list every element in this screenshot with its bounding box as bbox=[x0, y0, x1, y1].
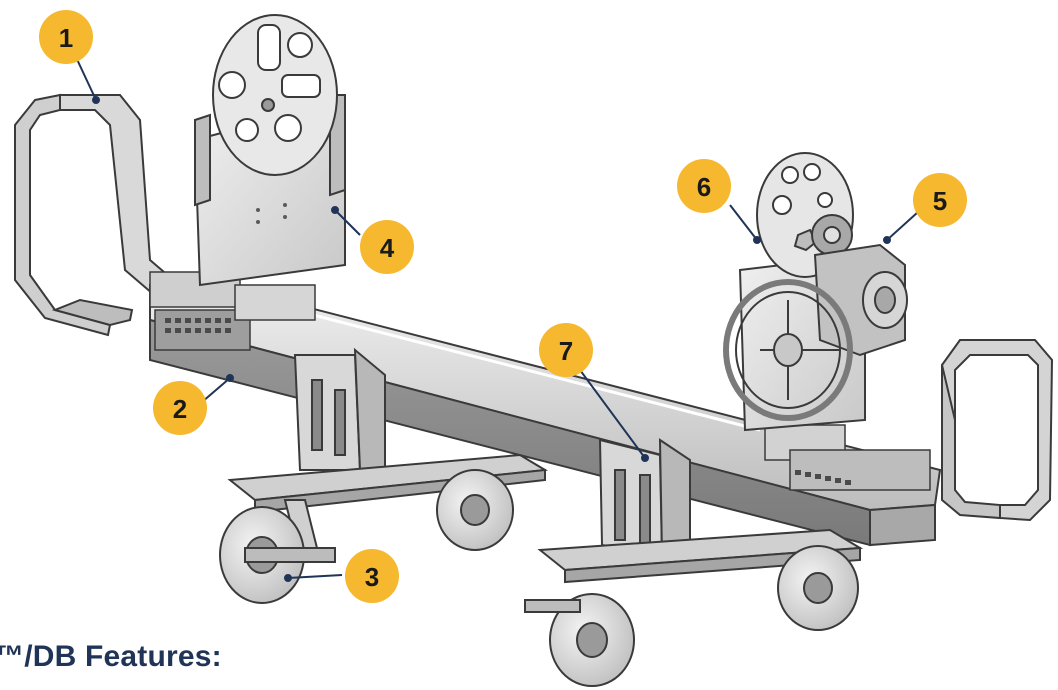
left-leg bbox=[293, 347, 386, 477]
callout-5: 5 bbox=[913, 173, 967, 227]
leader-line-5 bbox=[886, 211, 919, 241]
left-clamp-block bbox=[149, 271, 316, 351]
caster-wheel-front-left bbox=[219, 506, 336, 604]
callout-label-5: 5 bbox=[933, 186, 947, 216]
left-faceplate bbox=[212, 14, 338, 176]
handwheel bbox=[723, 279, 853, 421]
callout-label-6: 6 bbox=[697, 172, 711, 202]
callout-label-7: 7 bbox=[559, 336, 573, 366]
gear bbox=[811, 214, 853, 256]
callout-label-2: 2 bbox=[173, 394, 187, 424]
callout-label-1: 1 bbox=[59, 23, 73, 53]
caster-wheel-back-left bbox=[436, 469, 514, 551]
callout-4: 4 bbox=[360, 220, 414, 274]
right-head-assembly bbox=[723, 152, 908, 432]
right-handle bbox=[941, 339, 1054, 522]
gearbox bbox=[813, 243, 908, 357]
leader-line-3 bbox=[287, 574, 343, 579]
left-head-assembly bbox=[193, 14, 346, 287]
features-heading: ™/DB Features: bbox=[0, 640, 222, 673]
callout-label-4: 4 bbox=[380, 233, 395, 263]
center-leg bbox=[598, 438, 691, 562]
callout-7: 7 bbox=[539, 323, 593, 377]
right-clamp-block bbox=[764, 424, 931, 491]
leader-line-7 bbox=[579, 369, 646, 459]
callout-3: 3 bbox=[345, 549, 399, 603]
leader-line-6 bbox=[729, 204, 758, 241]
callout-1: 1 bbox=[39, 10, 93, 64]
leader-line-4 bbox=[334, 209, 361, 236]
leader-line-1 bbox=[74, 54, 97, 101]
right-caster-frame bbox=[537, 528, 864, 584]
callout-label-3: 3 bbox=[365, 562, 379, 592]
callout-2: 2 bbox=[153, 381, 207, 435]
caster-wheel-back-right bbox=[777, 545, 859, 631]
callout-6: 6 bbox=[677, 159, 731, 213]
caster-wheel-front-right bbox=[524, 593, 635, 687]
